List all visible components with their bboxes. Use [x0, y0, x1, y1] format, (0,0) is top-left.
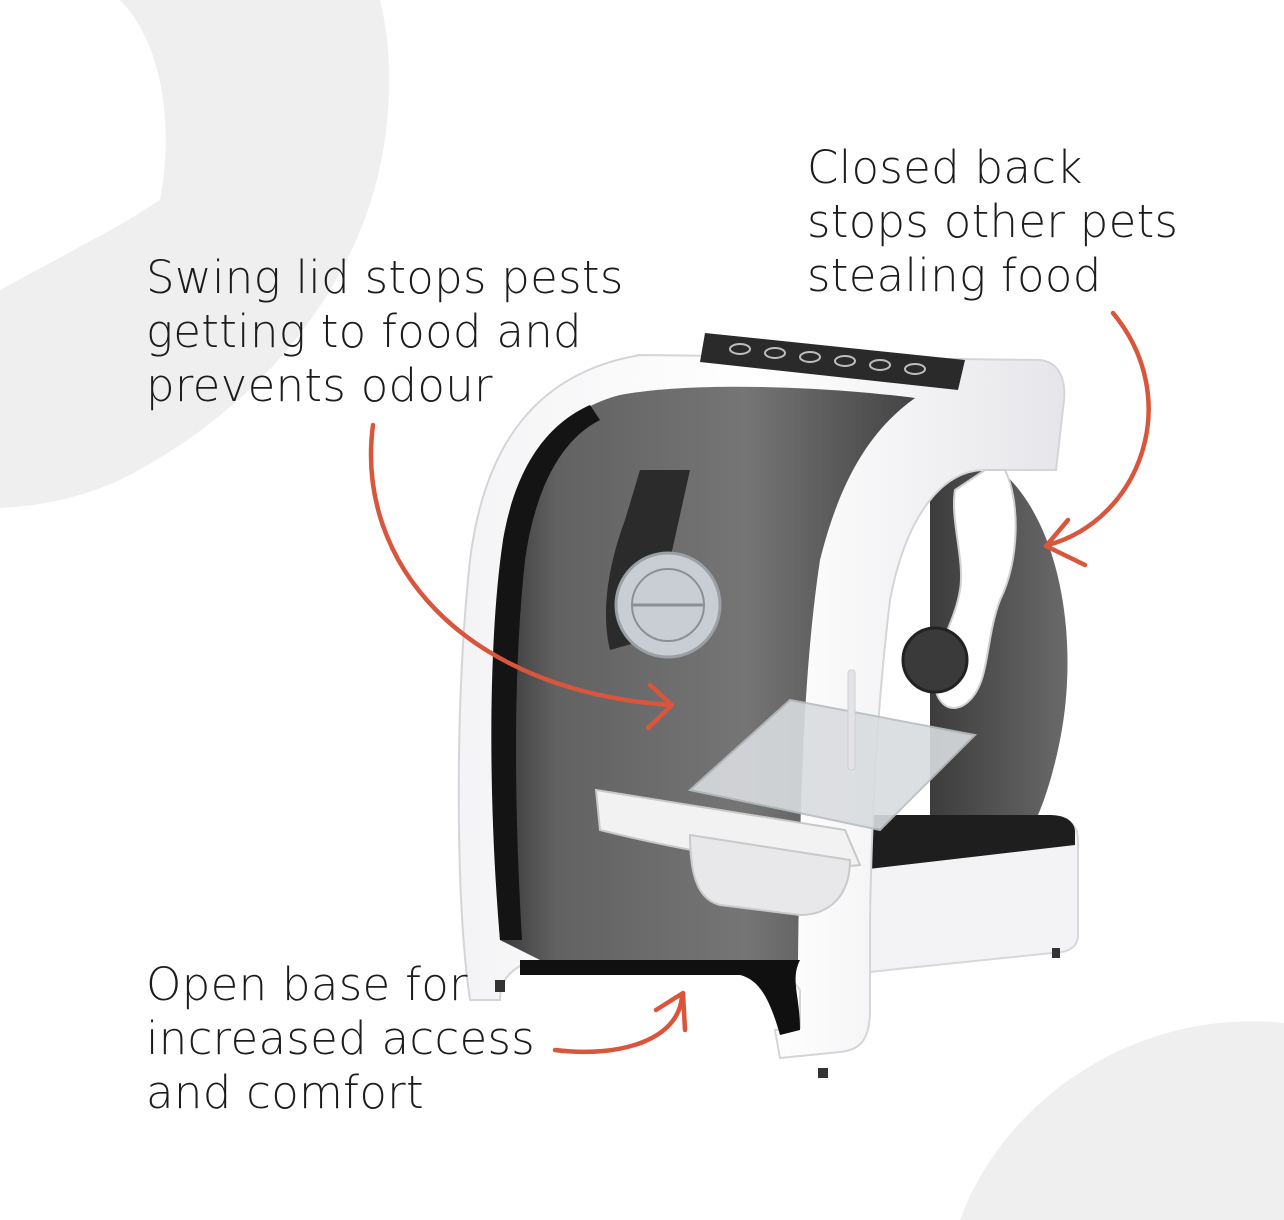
control-panel [700, 333, 965, 390]
arrow-lid [368, 422, 675, 731]
arrow-base [552, 990, 688, 1055]
callout-line: and comfort [146, 1066, 424, 1119]
curved-arrow-icon [368, 422, 673, 708]
curved-arrow-icon [552, 992, 685, 1055]
callout-line: stops other pets [807, 195, 1179, 248]
foot-left [495, 980, 505, 992]
arrowhead-back [1043, 517, 1088, 568]
foot-back [1052, 948, 1060, 958]
callout-line: Open base for [146, 958, 468, 1011]
callout-line: getting to food and [146, 305, 582, 358]
arrow-back [1043, 310, 1151, 568]
frame-side-slot [847, 669, 856, 771]
background-circle-bottom-right [960, 1021, 1284, 1220]
callout-line: prevents odour [146, 359, 493, 412]
food-bowl-lower [688, 833, 852, 917]
background-notch [0, 0, 166, 290]
callout-closed-back: Closed back stops other pets stealing fo… [807, 141, 1178, 303]
control-buttons [729, 343, 926, 375]
food-bowl-inner [687, 698, 978, 832]
foot-right [818, 1068, 828, 1078]
arrowhead-lid [645, 682, 675, 731]
window-left-edge [491, 405, 600, 940]
base-floor [520, 960, 800, 1035]
callout-line: Closed back [807, 141, 1083, 194]
callout-line: stealing food [807, 249, 1102, 302]
curved-arrow-icon [1045, 310, 1151, 548]
callout-open-base: Open base for increased access and comfo… [146, 958, 535, 1120]
arrowhead-base [653, 990, 688, 1033]
hinge-disc-right [901, 626, 969, 694]
callout-line: increased access [146, 1012, 535, 1065]
callout-swing-lid: Swing lid stops pests getting to food an… [146, 251, 624, 413]
base-tray-top [840, 815, 1075, 870]
callout-line: Swing lid stops pests [146, 251, 624, 304]
